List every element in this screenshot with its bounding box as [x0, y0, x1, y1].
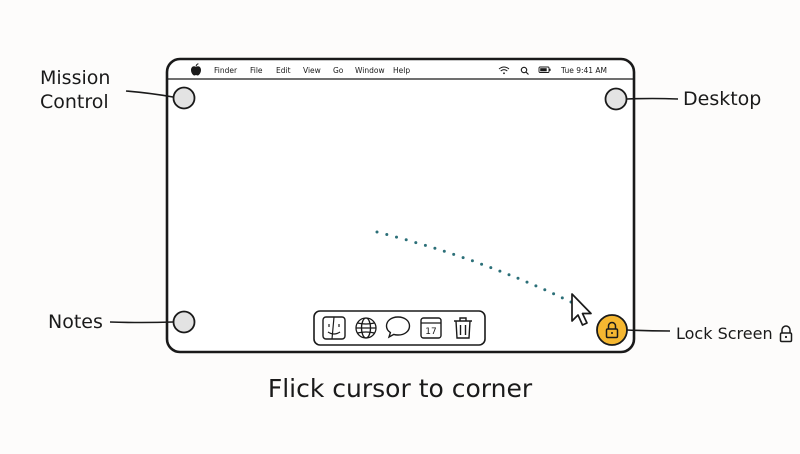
- battery-icon: [538, 66, 551, 73]
- hot-corner-bottom-left[interactable]: [172, 310, 196, 334]
- trail-dot: [404, 238, 408, 242]
- lock-icon: [605, 321, 619, 339]
- globe-icon[interactable]: [355, 317, 377, 339]
- lock-label-icon: [779, 325, 792, 343]
- trail-dot: [507, 273, 511, 277]
- trail-dot: [375, 230, 379, 234]
- trail-dot: [470, 259, 474, 263]
- calendar-icon[interactable]: 17: [420, 317, 442, 339]
- hot-corner-top-left[interactable]: [172, 86, 196, 110]
- trail-dot: [534, 284, 538, 288]
- screen-frame: [165, 57, 636, 354]
- calendar-day: 17: [425, 327, 436, 337]
- menubar-clock[interactable]: Tue 9:41 AM: [560, 66, 607, 75]
- trail-dot: [385, 233, 389, 236]
- label-lock-screen: Lock Screen: [676, 324, 773, 343]
- menu-item-window[interactable]: Window: [355, 66, 385, 75]
- trail-dot: [498, 269, 502, 273]
- menu-item-file[interactable]: File: [250, 66, 263, 75]
- trail-dot: [560, 296, 564, 300]
- menu-item-finder[interactable]: Finder: [214, 66, 238, 75]
- finder-icon[interactable]: [322, 316, 346, 340]
- label-lock-screen-group: Lock Screen: [676, 322, 793, 346]
- cursor-icon: [571, 293, 592, 326]
- trail-dot: [452, 252, 456, 256]
- search-icon[interactable]: [520, 66, 529, 75]
- trail-dot: [423, 243, 427, 247]
- label-mission-line1: Mission: [40, 67, 111, 89]
- trail-dot: [395, 235, 398, 239]
- connector-desktop: [626, 97, 679, 100]
- trail-dot: [489, 266, 493, 270]
- trail-dot: [414, 241, 418, 245]
- trail-dot: [442, 249, 446, 253]
- menu-item-go[interactable]: Go: [333, 66, 344, 75]
- trail-dot: [516, 276, 520, 280]
- cursor-trail: [375, 230, 573, 304]
- trail-dot: [480, 262, 484, 266]
- label-desktop: Desktop: [683, 88, 762, 110]
- messages-icon[interactable]: [385, 316, 411, 339]
- menu-item-edit[interactable]: Edit: [276, 66, 291, 75]
- trail-dot: [461, 256, 465, 260]
- trash-icon[interactable]: [454, 317, 472, 339]
- hot-corner-top-right[interactable]: [604, 87, 628, 111]
- menu-item-help[interactable]: Help: [393, 66, 410, 75]
- label-mission-line2: Control: [40, 91, 109, 113]
- wifi-icon[interactable]: [498, 66, 510, 75]
- trail-dot: [543, 288, 547, 292]
- menu-item-view[interactable]: View: [303, 66, 321, 75]
- label-mission-control: Mission Control: [40, 66, 110, 114]
- connector-mission-control: [125, 90, 174, 98]
- connector-lock-screen: [626, 329, 671, 332]
- hot-corner-bottom-right[interactable]: [596, 314, 628, 346]
- label-notes: Notes: [48, 311, 103, 333]
- apple-icon[interactable]: [191, 63, 201, 76]
- trail-dot: [433, 246, 437, 250]
- connector-notes: [109, 321, 174, 324]
- trail-dot: [525, 280, 529, 284]
- trail-dot: [552, 292, 556, 296]
- caption: Flick cursor to corner: [267, 374, 533, 403]
